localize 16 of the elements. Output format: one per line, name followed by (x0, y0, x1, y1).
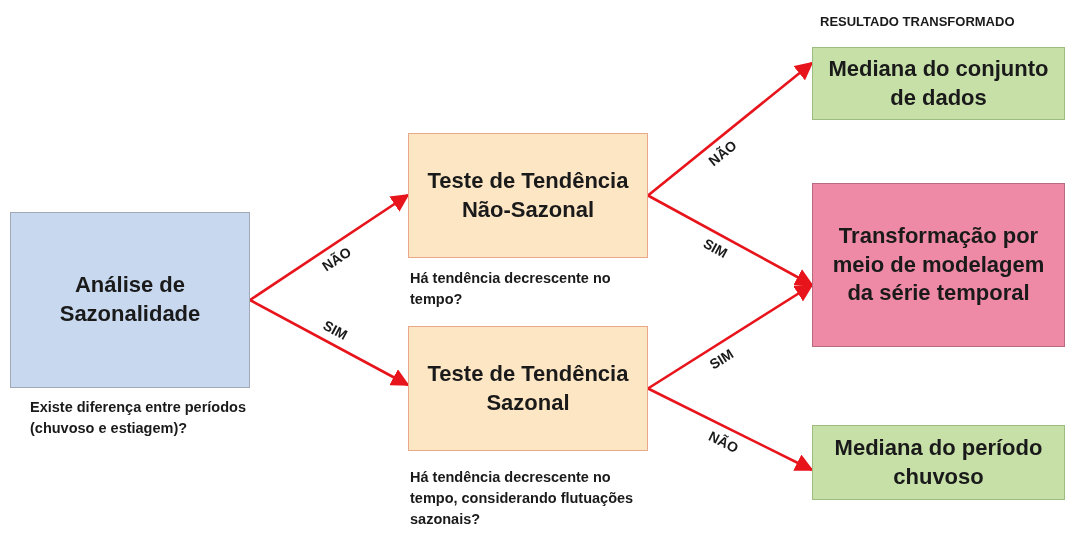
result-box: Transformação por meio de modelagem da série temporal (812, 183, 1065, 347)
result-box: Mediana do conjunto de dados (812, 47, 1065, 120)
decision-box: Teste de Tendência Não-Sazonal (408, 133, 648, 258)
column-heading: RESULTADO TRANSFORMADO (820, 14, 1015, 29)
arrow (249, 298, 410, 387)
decision-box: Teste de Tendência Sazonal (408, 326, 648, 451)
arrow (647, 61, 814, 197)
process-box: Análise de Sazonalidade (10, 212, 250, 388)
question-text: Há tendência decrescente no tempo, considerando flutuações sazonais? (410, 468, 635, 530)
arrow (647, 283, 814, 390)
arrow (249, 193, 410, 302)
question-text: Existe diferença entre períodos (chuvoso e estiagem)? (30, 398, 247, 438)
arrow (647, 387, 814, 472)
question-text: Há tendência decrescente no tempo? (410, 269, 612, 309)
result-box: Mediana do período chuvoso (812, 425, 1065, 500)
arrow (647, 194, 814, 287)
